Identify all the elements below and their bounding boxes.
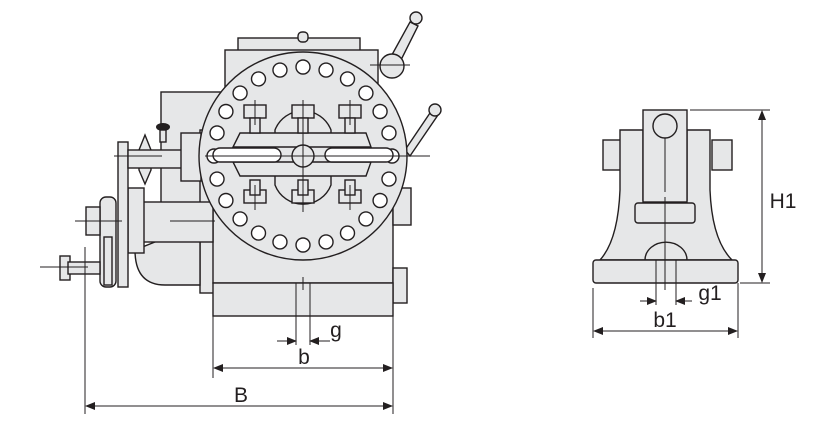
disc-hole: [295, 59, 311, 75]
disc-hole: [209, 171, 225, 187]
disc-hole: [209, 125, 225, 141]
base-slot: [655, 259, 677, 284]
disc-hole: [232, 211, 248, 227]
center-hole: [652, 113, 678, 139]
label-b: b: [298, 346, 310, 369]
disc-hole: [372, 192, 388, 209]
pin-shaft: [67, 261, 101, 275]
top-pin: [297, 31, 309, 43]
lower-housing: [134, 239, 201, 286]
disc-hole: [372, 103, 388, 120]
disc-hole: [358, 85, 374, 101]
disc-hole: [339, 71, 356, 87]
clamp-bar: [231, 132, 372, 177]
disc-hole: [250, 71, 267, 87]
bracket: [127, 187, 145, 254]
slot-left: [212, 147, 282, 163]
handle-side-ball: [428, 103, 442, 117]
front-view: B b g: [40, 11, 442, 414]
disc-hole: [232, 85, 248, 101]
disc-hole: [318, 234, 334, 250]
disc-hole: [339, 225, 356, 241]
slot-right: [324, 147, 394, 163]
disc-hole: [381, 125, 397, 141]
disc-hole: [218, 103, 234, 120]
label-b1: b1: [653, 309, 676, 332]
pedestal: [598, 129, 734, 261]
right-bolt: [711, 139, 733, 171]
right-bolt: [392, 267, 408, 304]
index-plate: [117, 141, 129, 288]
disc-hole: [272, 62, 288, 78]
side-view: H1 b1 g1: [592, 109, 797, 338]
center-lines: [40, 64, 430, 290]
handle-top-hub: [379, 53, 405, 79]
label-g: g: [330, 319, 342, 342]
extension-lines: [592, 109, 770, 338]
oil-cap: [156, 123, 170, 131]
knob-shaft: [127, 149, 184, 169]
handle-side: [404, 108, 439, 158]
label-g1: g1: [698, 282, 721, 305]
handle-top-ball: [409, 11, 423, 25]
disc-hole: [358, 211, 374, 227]
label-H1: H1: [770, 190, 797, 213]
shaft-housing: [142, 201, 214, 243]
disc-hole: [295, 237, 311, 253]
label-B: B: [234, 384, 248, 407]
knob-block: [180, 132, 202, 182]
lever: [103, 236, 113, 286]
disc-hole: [218, 192, 234, 209]
disc-hole: [381, 171, 397, 187]
oil-stem: [159, 129, 167, 143]
disc-hole: [272, 234, 288, 250]
disc-hole: [250, 225, 267, 241]
disc-hole: [318, 62, 334, 78]
dome: [644, 241, 688, 261]
